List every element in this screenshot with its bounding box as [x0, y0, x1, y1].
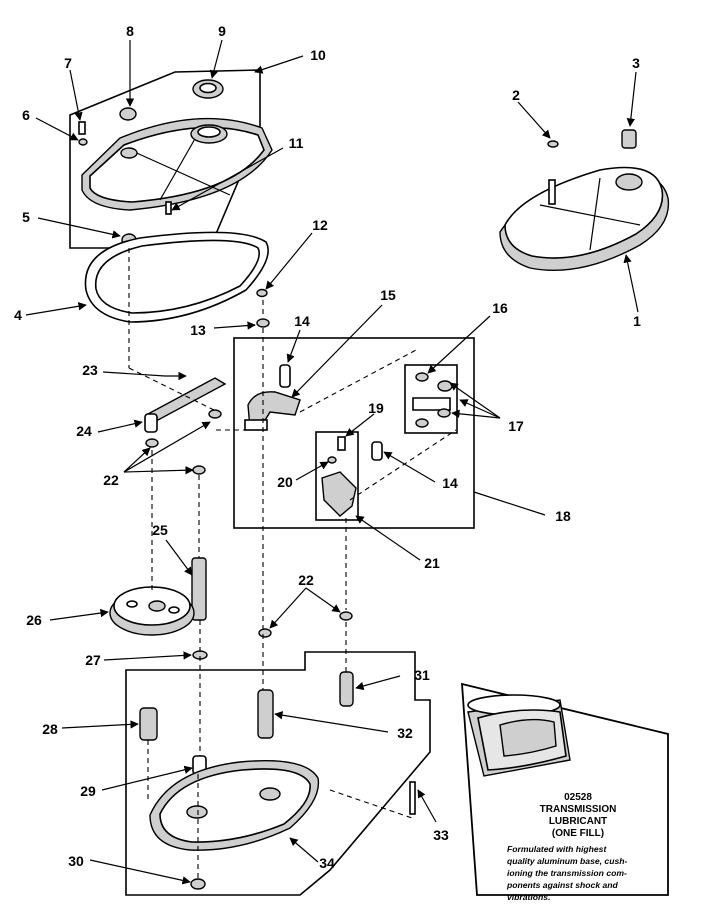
washer-6: [78, 138, 88, 146]
callout-28: 28: [42, 721, 58, 737]
callout-21: 21: [424, 555, 440, 571]
callout-20: 20: [277, 474, 293, 490]
lubricant-desc-3: ioning the transmission com-: [507, 868, 627, 878]
shift-frame-18: [233, 337, 475, 529]
lubricant-line-2: LUBRICANT: [549, 816, 607, 827]
lubricant-can-image: [467, 694, 571, 777]
lubricant-part-number: 02528: [564, 792, 592, 803]
callout-14-upper: 14: [294, 313, 310, 329]
callout-27: 27: [85, 652, 101, 668]
callout-15: 15: [380, 287, 396, 303]
washer-16: [415, 372, 429, 382]
callout-17: 17: [508, 418, 524, 434]
spring-31: [339, 671, 354, 707]
washer-22c: [192, 465, 206, 475]
washer-22a: [145, 438, 159, 448]
callout-18: 18: [555, 508, 571, 524]
callout-31: 31: [414, 667, 430, 683]
callout-22-upper: 22: [103, 472, 119, 488]
fitting-3: [621, 129, 637, 149]
callout-2: 2: [512, 87, 520, 103]
callout-8: 8: [126, 23, 134, 39]
leader-lines: [25, 39, 639, 885]
spacer-24: [144, 413, 158, 433]
callout-23: 23: [82, 362, 98, 378]
housing-frame-34: [125, 651, 431, 896]
spring-32: [257, 689, 274, 739]
callout-14-lower: 14: [442, 475, 458, 491]
plug-30: [190, 878, 206, 890]
bolt-7: [78, 121, 86, 135]
callout-4: 4: [14, 307, 22, 323]
transmission-cover: [81, 117, 273, 211]
washer-20: [327, 456, 337, 464]
washer-22e: [339, 611, 353, 621]
transmission-assembly-1: [499, 166, 670, 271]
sub-frame-19-21: [315, 431, 359, 521]
lubricant-desc-1: Formulated with highest: [507, 844, 607, 854]
callout-11: 11: [289, 135, 304, 151]
callout-6: 6: [22, 107, 30, 123]
callout-9: 9: [218, 23, 226, 39]
housing-34: [149, 760, 320, 851]
callout-5: 5: [22, 209, 30, 225]
lubricant-desc-4: ponents against shock and: [506, 880, 619, 890]
washer-13: [256, 318, 270, 328]
link-17a: [437, 380, 453, 392]
callout-24: 24: [76, 423, 92, 439]
alignment-lines: [128, 248, 457, 878]
callout-numbers: 1 2 3 4 5 6 7 8 9 10 11 12 13 14 14 15 1…: [14, 23, 641, 871]
dowel-pin-11: [165, 201, 172, 215]
callout-33: 33: [433, 827, 449, 843]
callout-13: 13: [190, 322, 206, 338]
pin-14-lower: [371, 441, 383, 461]
callout-1: 1: [633, 313, 641, 329]
callout-30: 30: [68, 853, 84, 869]
callout-16: 16: [492, 300, 508, 316]
callout-7: 7: [64, 55, 72, 71]
spring-28: [139, 707, 158, 741]
callout-25: 25: [152, 522, 168, 538]
lubricant-line-1: TRANSMISSION: [540, 804, 617, 815]
callout-26: 26: [26, 612, 42, 628]
callout-19: 19: [368, 400, 384, 416]
callout-22-lower: 22: [298, 572, 314, 588]
lubricant-desc-5: vibrations.: [507, 892, 550, 902]
washer-2: [547, 140, 559, 148]
callout-10: 10: [310, 47, 326, 63]
pin-19: [337, 436, 346, 451]
washer-17c: [415, 418, 429, 428]
washer-12: [256, 288, 268, 298]
bearing-8: [119, 107, 137, 121]
lubricant-desc-2: quality aluminum base, cush-: [507, 856, 627, 866]
lubricant-panel: 02528 TRANSMISSION LUBRICANT (ONE FILL) …: [461, 682, 669, 902]
washer-17d: [437, 408, 451, 418]
callout-3: 3: [632, 55, 640, 71]
pin-14-upper: [279, 364, 291, 388]
link-17b: [412, 397, 451, 411]
washer-22d: [258, 628, 272, 638]
lubricant-line-3: (ONE FILL): [552, 828, 604, 839]
pin-33: [409, 781, 416, 815]
callout-29: 29: [80, 783, 96, 799]
shift-lever-21: [321, 471, 357, 517]
gear-26: [109, 586, 195, 636]
callout-12: 12: [312, 217, 328, 233]
callout-34: 34: [319, 855, 335, 871]
washer-22b: [208, 409, 222, 419]
callout-32: 32: [397, 725, 413, 741]
